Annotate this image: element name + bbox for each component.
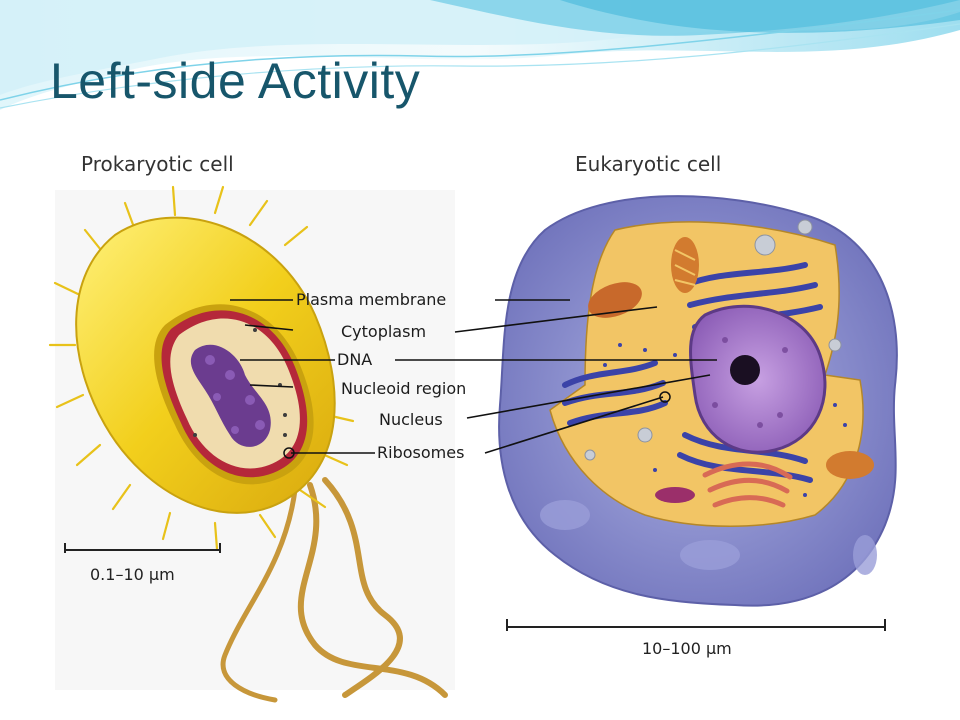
- label-ribosomes: Ribosomes: [377, 443, 464, 462]
- label-nucleoid-region: Nucleoid region: [341, 379, 466, 398]
- label-nucleus: Nucleus: [379, 410, 443, 429]
- prokaryotic-cell-illustration: [48, 185, 448, 703]
- eukaryote-scale-bar: 10–100 µm: [506, 619, 886, 658]
- cell-comparison-diagram: Prokaryotic cell Eukaryotic cell: [45, 135, 905, 705]
- label-dna: DNA: [337, 350, 372, 369]
- eukaryote-scale-label: 10–100 µm: [642, 639, 732, 658]
- eukaryotic-cell-illustration: [498, 195, 898, 607]
- prokaryote-scale-label: 0.1–10 µm: [90, 565, 175, 584]
- label-cytoplasm: Cytoplasm: [341, 322, 426, 341]
- header-wave-decoration: [0, 0, 960, 110]
- slide-title: Left-side Activity: [50, 53, 421, 109]
- label-leader-lines: [230, 299, 717, 454]
- prokaryotic-cell-heading: Prokaryotic cell: [81, 152, 234, 176]
- eukaryotic-cell-heading: Eukaryotic cell: [575, 152, 721, 176]
- structure-labels: Plasma membrane Cytoplasm DNA Nucleoid r…: [296, 290, 466, 462]
- label-plasma-membrane: Plasma membrane: [296, 290, 446, 309]
- prokaryote-scale-bar: 0.1–10 µm: [64, 543, 221, 584]
